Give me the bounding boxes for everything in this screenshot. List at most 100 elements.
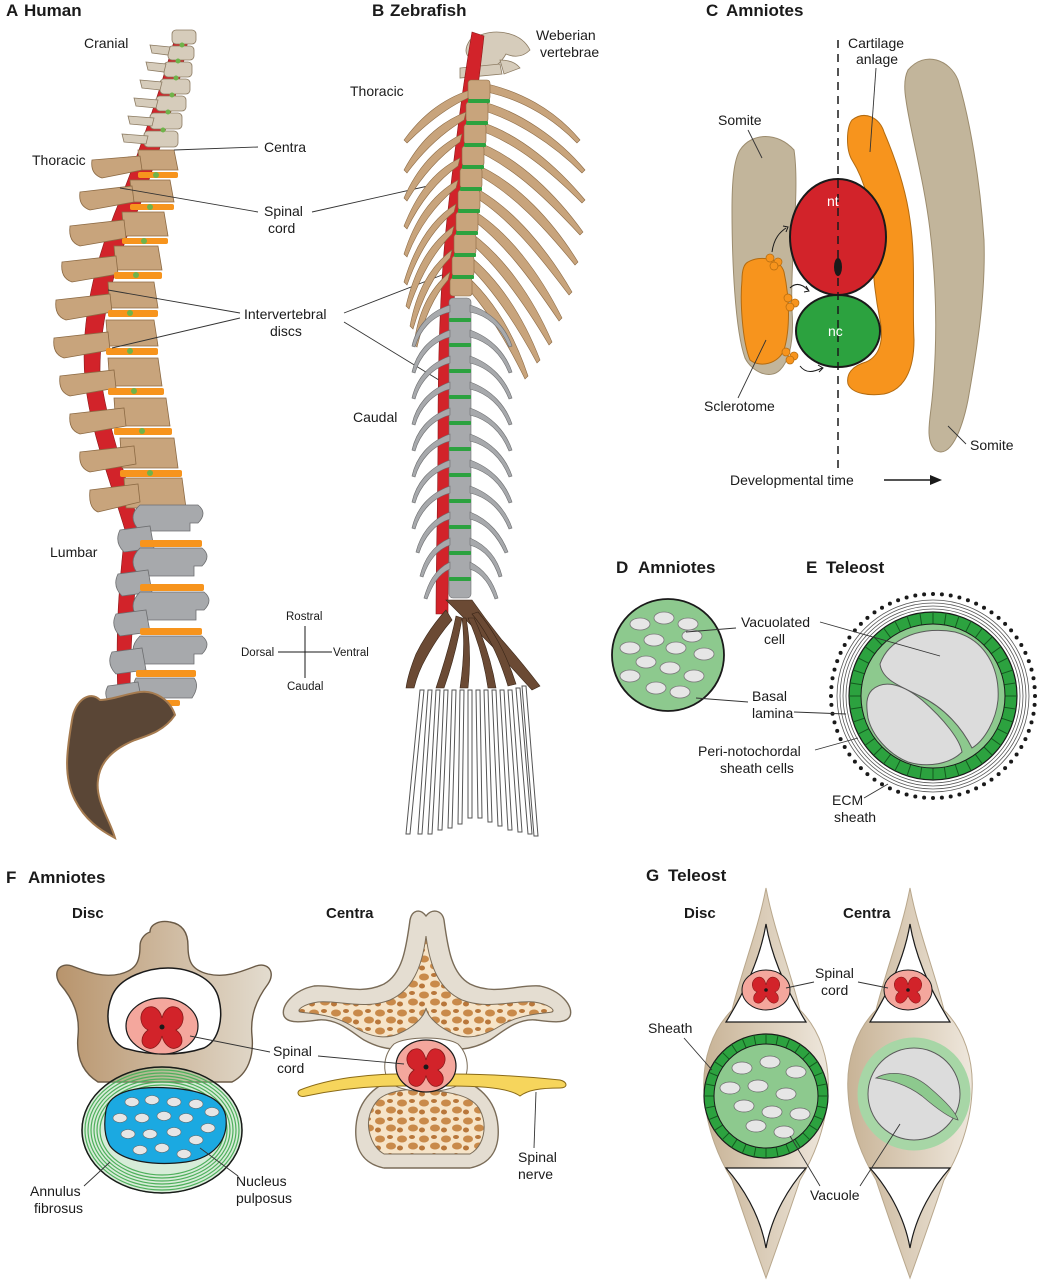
- ecm-dot: [842, 643, 847, 647]
- ecm-dot: [880, 782, 884, 787]
- label-somite-right: Somite: [970, 437, 1014, 453]
- leader-vacuolated-amniote: [685, 627, 737, 633]
- teleost-centra-haemal-arch: [868, 1167, 952, 1249]
- leader-cartilage: [869, 67, 877, 153]
- label-g-vacuole: Vacuole: [810, 1187, 860, 1203]
- ecm-dot: [1031, 711, 1036, 716]
- ecm-dot: [989, 777, 994, 782]
- zebrafish-caudal-complex: [405, 599, 541, 691]
- ecm-dot: [852, 759, 857, 764]
- disc-sheath-cell-divider: [813, 1115, 824, 1121]
- label-g-disc: Disc: [684, 905, 716, 922]
- label-g-centra: Centra: [843, 905, 891, 922]
- sheath-cell-divider: [990, 646, 1002, 655]
- sheath-cell-divider: [943, 612, 947, 625]
- panel-c-amniotes: C Amniotes nt nc Cartilage anlage Somite…: [704, 1, 1014, 488]
- ecm-dot: [904, 792, 909, 797]
- panel-a-letter: A: [6, 1, 18, 20]
- teleost-centra-vacuole-divider: [874, 1073, 959, 1121]
- ecm-dot: [1003, 766, 1008, 771]
- leader-vacuolated-teleost: [819, 621, 941, 657]
- ecm-dot: [835, 728, 840, 733]
- leader-nucleus: [199, 1147, 239, 1177]
- ecm-dot: [913, 593, 918, 598]
- ecm-dot: [847, 635, 852, 640]
- human-lumbar-discs: [136, 540, 204, 706]
- panel-a-human: A Human: [6, 1, 456, 840]
- migration-arrows: [771, 225, 824, 373]
- leader-g-vacuole-centra: [859, 1123, 901, 1187]
- label-spinal-cord-a-2: cord: [268, 220, 295, 236]
- label-lumbar: Lumbar: [50, 544, 98, 560]
- disc-sheath-cell-divider: [785, 1143, 791, 1154]
- ecm-dot: [1029, 667, 1034, 672]
- label-peri-2: sheath cells: [720, 760, 794, 776]
- ecm-dot: [838, 650, 843, 655]
- teleost-disc-spinal-cord: [741, 969, 791, 1011]
- human-cervical-vertebrae: [121, 29, 197, 148]
- leader-g-spinal-centra: [857, 981, 889, 989]
- ecm-dot: [858, 766, 863, 771]
- label-ecm-1: ECM: [832, 792, 863, 808]
- ecm-dot: [996, 615, 1001, 620]
- disc-sheath-cell-divider: [808, 1124, 818, 1131]
- disc-sheath-cell-divider: [741, 1038, 747, 1049]
- sheath-cell-divider: [906, 764, 912, 777]
- ecm-dot: [829, 685, 834, 690]
- sclerotome-left: [740, 257, 789, 365]
- amniote-centrum-spongy-top: [298, 935, 554, 1038]
- leader-f-spinal-centra: [317, 1055, 405, 1065]
- vacuole-large-top: [879, 629, 999, 749]
- ecm-dot: [887, 601, 892, 606]
- ecm-dot: [887, 786, 892, 791]
- label-nucleus-2: pulposus: [236, 1190, 292, 1206]
- ecm-dot: [896, 789, 901, 794]
- zebrafish-caudal-discs: [449, 318, 471, 581]
- label-basal-1: Basal: [752, 688, 787, 704]
- disc-sheath-cell-divider: [705, 1083, 716, 1087]
- disc-sheath-cell-divider: [794, 1138, 801, 1148]
- disc-sheath-cell-divider: [708, 1115, 719, 1121]
- ecm-dot: [982, 605, 986, 610]
- sheath-cell-divider: [919, 767, 923, 780]
- zebrafish-thoracic-discs: [452, 99, 490, 279]
- zebrafish-thoracic-ribs: [403, 81, 586, 380]
- ecm-dot: [1014, 635, 1019, 640]
- disc-sheath-cell-divider: [741, 1143, 747, 1154]
- ecm-dot: [1014, 752, 1019, 757]
- panel-d-amniotes: D Amniotes: [611, 558, 725, 712]
- disc-sheath-cell-divider: [775, 1035, 779, 1046]
- label-developmental-time: Developmental time: [730, 472, 854, 488]
- disc-sheath-cell-divider: [753, 1146, 757, 1157]
- sheath-cell-divider: [954, 615, 960, 628]
- panel-d-title: Amniotes: [638, 558, 715, 577]
- ecm-dot: [922, 592, 927, 597]
- sheath-cell-divider: [919, 612, 923, 625]
- ecm-dot: [989, 610, 994, 615]
- sheath-cell-divider: [996, 728, 1009, 735]
- leader-ivd-4: [343, 321, 453, 389]
- disc-sheath-cell-divider: [714, 1124, 724, 1131]
- zebrafish-fin-rays: [405, 685, 539, 837]
- label-weberian-1: Weberian: [536, 27, 596, 43]
- sheath-cell-divider: [1001, 669, 1014, 675]
- leader-ivd-1: [107, 289, 241, 314]
- ecm-dot: [858, 621, 863, 626]
- panel-b-title: Zebrafish: [390, 1, 467, 20]
- sheath-cell-divider: [983, 636, 993, 646]
- label-f-disc: Disc: [72, 905, 104, 922]
- sheath-cell-divider: [983, 746, 993, 756]
- ecm-dot: [965, 598, 970, 603]
- sheath-cell-divider: [974, 627, 983, 639]
- leader-somite-right: [947, 425, 967, 445]
- ecm-dot: [1019, 643, 1024, 647]
- ecm-dot: [829, 702, 834, 707]
- sheath-cell-divider: [996, 657, 1009, 664]
- teleost-centra-inner: [867, 1047, 961, 1141]
- teleost-disc-haemal-arch: [724, 1167, 808, 1249]
- leader-spinal-cord-human: [119, 187, 259, 213]
- ecm-dot: [1019, 745, 1024, 749]
- ecm-dot: [1031, 676, 1036, 681]
- ecm-dot: [872, 610, 877, 615]
- disc-sheath-cell-divider: [802, 1132, 811, 1141]
